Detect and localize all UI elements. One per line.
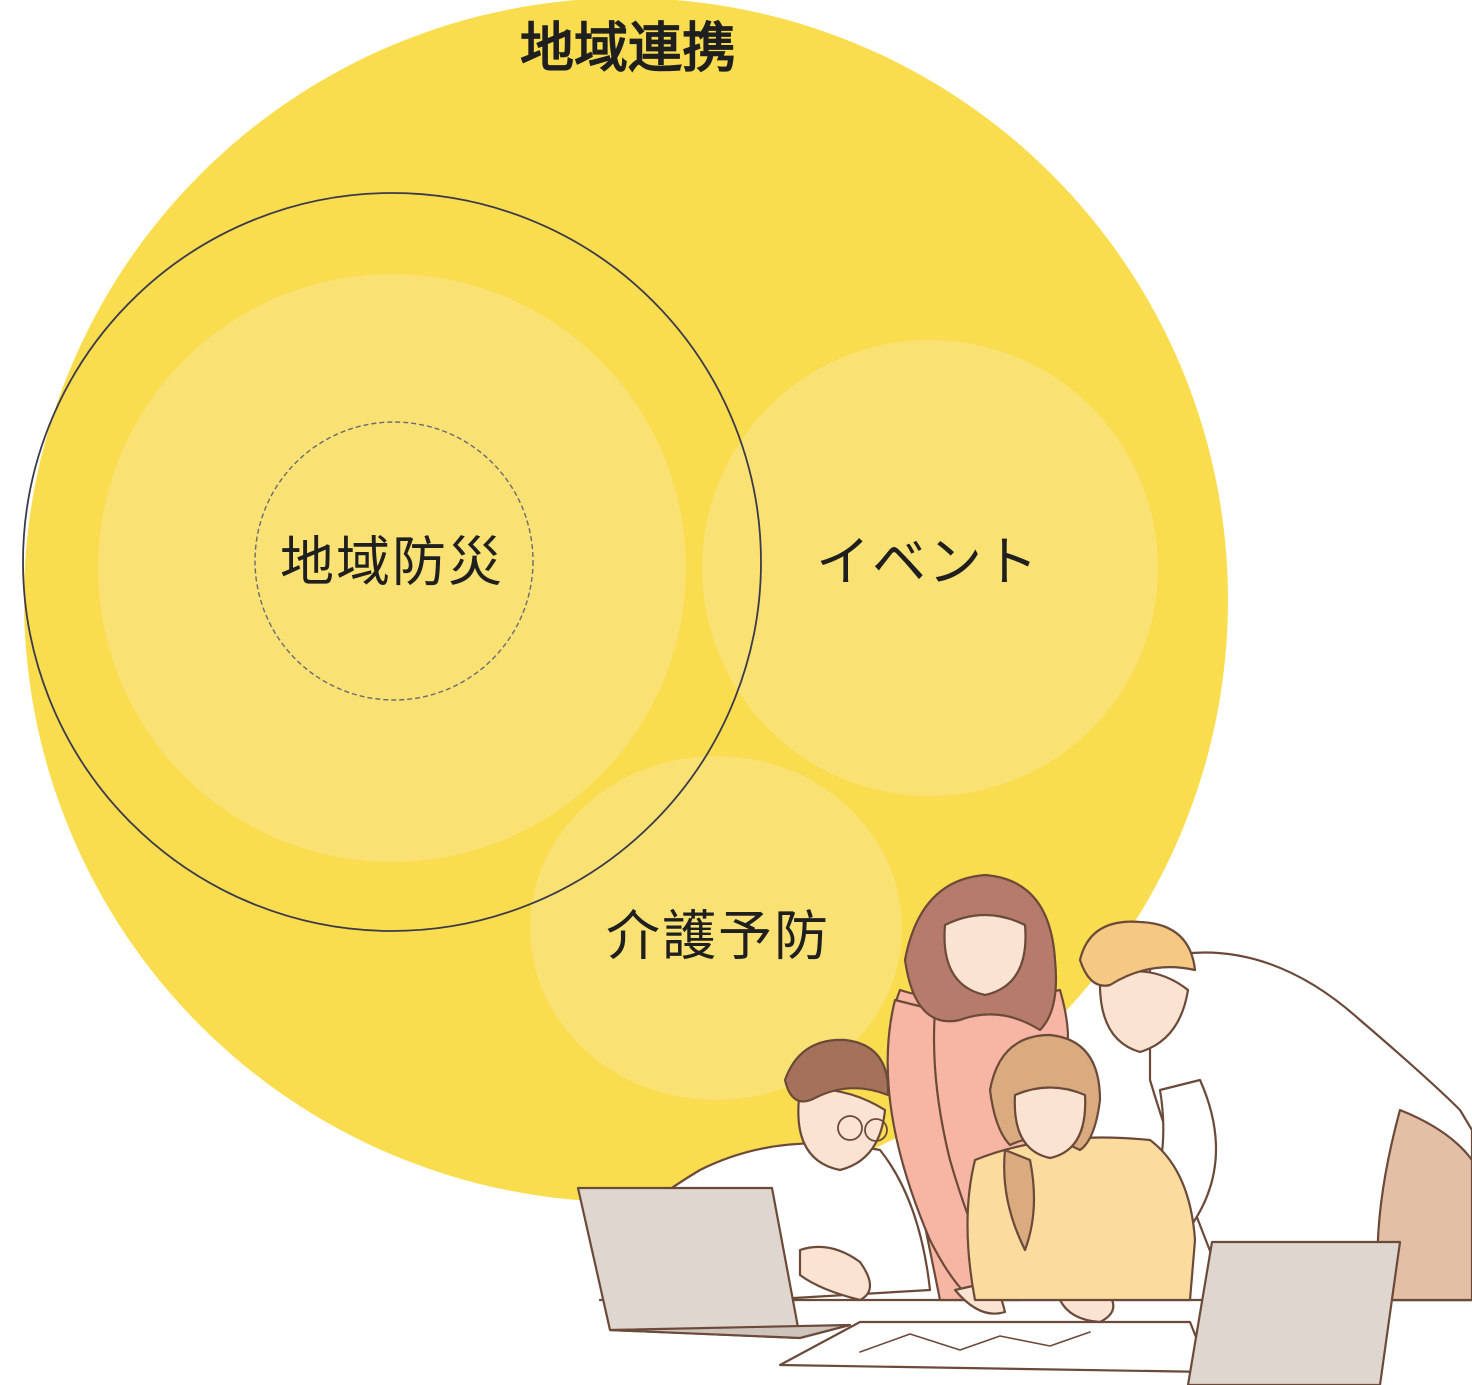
disaster-outline-ring <box>22 192 762 932</box>
man-glasses-hands <box>798 1245 872 1302</box>
woman-seated-ponytail <box>1003 1148 1036 1252</box>
laptop-right-screen <box>1186 1240 1402 1385</box>
node-label-event: イベント <box>816 531 1040 594</box>
woman-seated-face <box>1013 1086 1087 1160</box>
inner-circle-care <box>530 756 902 1100</box>
node-label-care: 介護予防 <box>606 905 830 968</box>
man-right-hand <box>1058 1294 1115 1324</box>
glasses-lens-right <box>864 1118 888 1142</box>
paper-sheet <box>778 1320 1212 1374</box>
disaster-dashed-ring <box>254 421 534 701</box>
woman-standing-face <box>943 913 1027 997</box>
outer-label-community: 地域連携 <box>520 17 736 80</box>
man-glasses-face <box>797 1088 887 1172</box>
inner-circle-event <box>702 340 1158 796</box>
laptop-left-base <box>608 1323 852 1340</box>
inner-circle-disaster <box>98 274 686 862</box>
glasses-lens-left <box>837 1115 863 1141</box>
man-right-face <box>1098 970 1190 1054</box>
node-label-disaster: 地域防災 <box>280 531 504 594</box>
team-working-illustration <box>576 873 1472 1385</box>
paper-chart-line <box>859 1331 1091 1353</box>
woman-seated-body <box>966 1136 1197 1302</box>
man-right-hair <box>1078 920 1197 987</box>
laptop-left-screen <box>576 1186 802 1340</box>
man-glasses-hair <box>783 1038 890 1103</box>
